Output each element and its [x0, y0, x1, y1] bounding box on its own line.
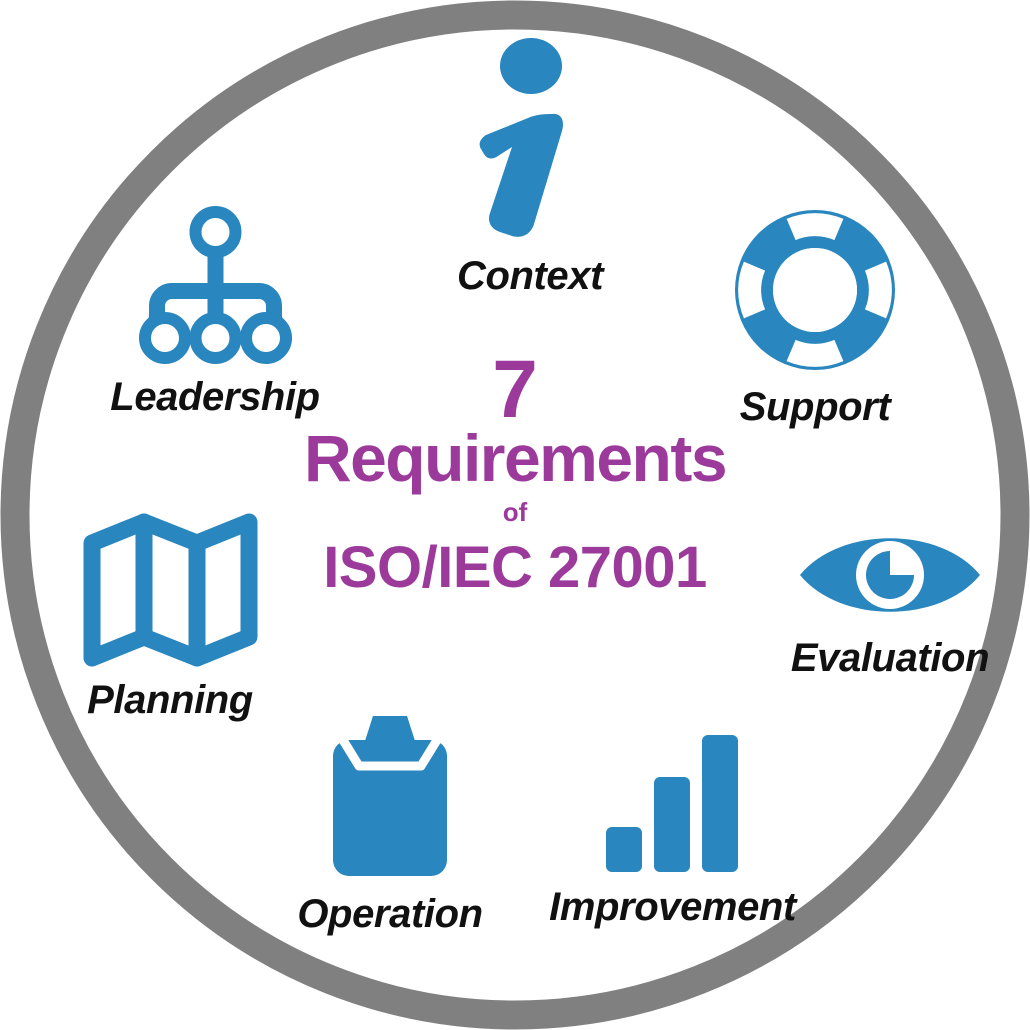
standard-name: ISO/IEC 27001 [323, 534, 707, 600]
bar-chart-icon [600, 730, 745, 875]
node-label-evaluation: Evaluation [790, 636, 990, 680]
node-context[interactable]: Context [405, 36, 655, 299]
center-text-block: 7 Requirements of ISO/IEC 27001 [255, 344, 775, 600]
org-chart-icon [123, 205, 308, 365]
folded-map-icon [78, 510, 263, 670]
requirements-count: 7 [492, 344, 538, 435]
eye-icon [795, 520, 985, 630]
node-operation[interactable]: Operation [265, 712, 515, 937]
node-label-leadership: Leadership [110, 375, 320, 419]
node-label-improvement: Improvement [549, 885, 796, 929]
clipboard-icon [315, 712, 465, 882]
node-improvement[interactable]: Improvement [540, 730, 805, 930]
node-evaluation[interactable]: Evaluation [765, 520, 1015, 681]
lifebuoy-icon [730, 205, 900, 375]
node-label-support: Support [739, 385, 891, 429]
node-label-operation: Operation [297, 892, 483, 936]
node-support[interactable]: Support [690, 205, 940, 430]
node-planning[interactable]: Planning [40, 510, 300, 723]
requirements-heading: Requirements [303, 421, 728, 496]
node-label-context: Context [456, 254, 604, 298]
connector-word: of [502, 496, 528, 527]
node-label-planning: Planning [87, 678, 253, 722]
node-leadership[interactable]: Leadership [90, 205, 340, 420]
info-i-icon [460, 36, 600, 246]
